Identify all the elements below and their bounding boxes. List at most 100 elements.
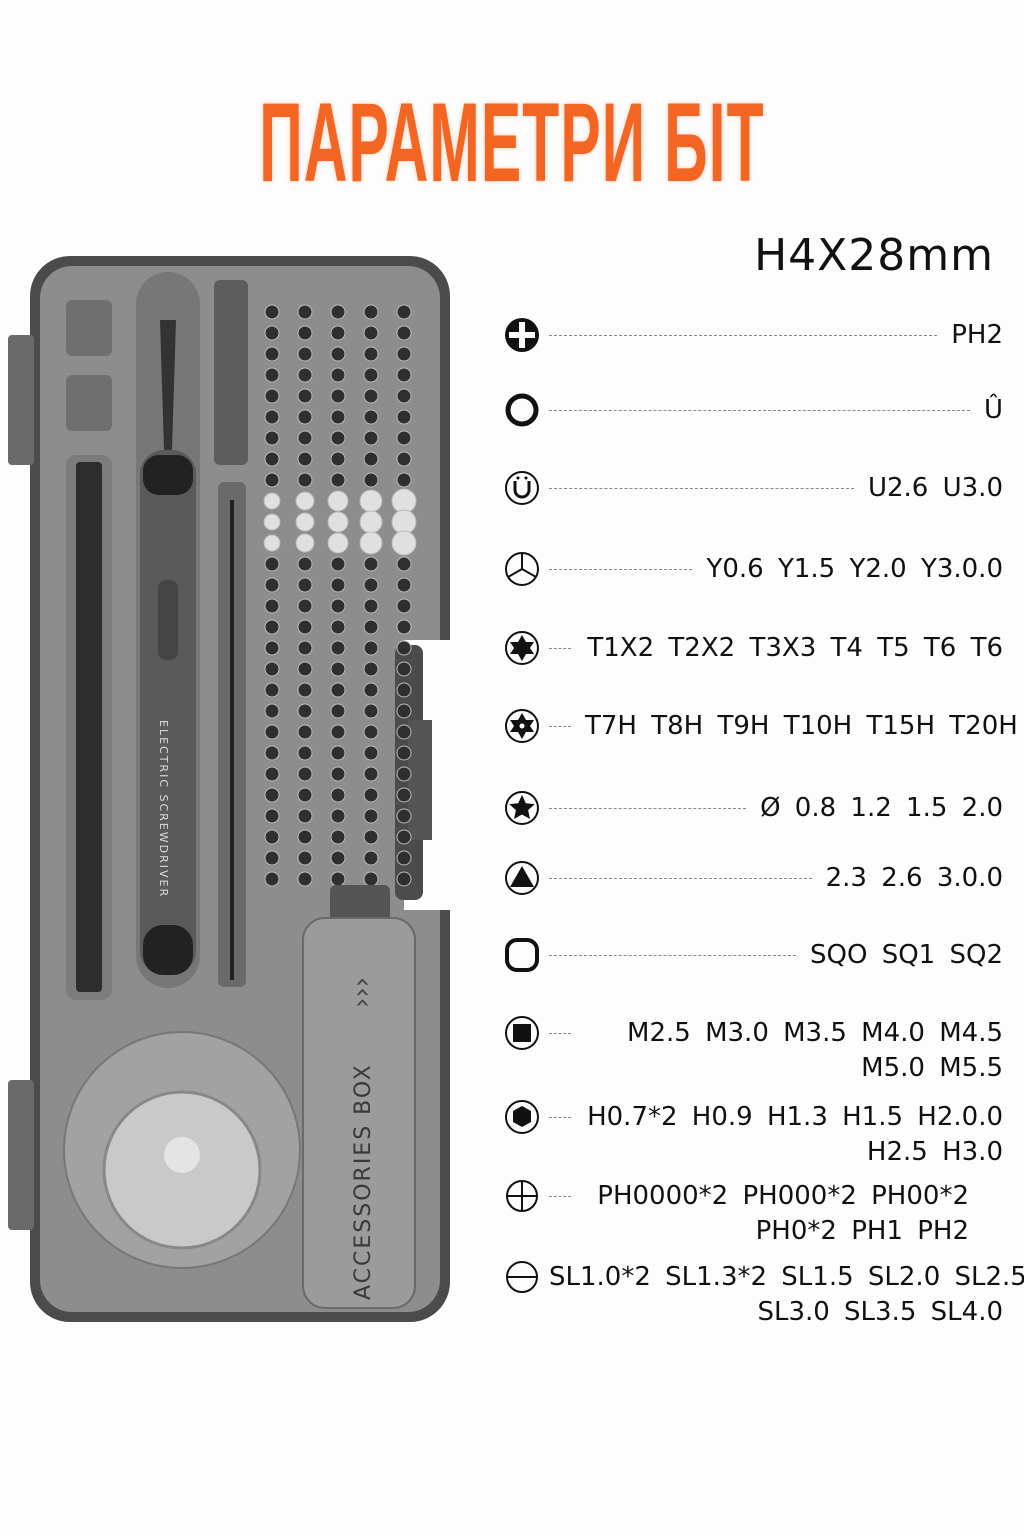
bit [330,388,346,404]
bit [264,703,280,719]
bit [297,703,313,719]
square-outline-icon [503,936,541,974]
bit-sizes: 2.3 2.6 3.0.0 [825,863,1003,893]
bit-spec-row: SQO SQ1 SQ2 [503,935,1003,975]
bit [263,534,281,552]
bit [297,451,313,467]
u-bit-icon [503,469,541,507]
bit [363,661,379,677]
bit [363,598,379,614]
bit-sizes: M2.5 M3.0 M3.5 M4.0 M4.5 [627,1018,1003,1048]
bit [396,409,412,425]
bit [330,367,346,383]
bit [330,766,346,782]
bit [363,430,379,446]
bit [264,808,280,824]
bit [363,724,379,740]
bit [391,530,417,556]
bit [330,850,346,866]
dotted-leader [549,487,854,489]
bit-spec-line: U2.6 U3.0 [503,468,1003,508]
bit [297,577,313,593]
bit [297,829,313,845]
bit [396,871,412,887]
bit [297,640,313,656]
bit [263,492,281,510]
bit [295,491,315,511]
bit-sizes: U2.6 U3.0 [867,473,1003,503]
bit [297,598,313,614]
bit [396,640,412,656]
bit [363,346,379,362]
bit [330,682,346,698]
phillips-outline-icon [503,1177,541,1215]
bit [297,787,313,803]
page-title: ПАРАМЕТРИ БІТ [0,78,1024,207]
dotted-leader [549,807,747,809]
bit [396,682,412,698]
hex-icon [503,1098,541,1136]
storage-slots [66,280,248,1000]
bit-spec-line: H0.7*2 H0.9 H1.3 H1.5 H2.0.0 [503,1097,1003,1137]
bit [330,598,346,614]
dotted-leader [549,954,797,956]
bit [297,682,313,698]
bit [330,829,346,845]
bit [363,619,379,635]
bit-spec-line: PH2 [503,315,1003,355]
bit [330,577,346,593]
torx-icon [503,629,541,667]
square-solid-icon [503,1014,541,1052]
bit [264,871,280,887]
bit [363,388,379,404]
bit [330,409,346,425]
bit-spec-row: Ø 0.8 1.2 1.5 2.0 [503,788,1003,828]
bit [396,661,412,677]
bit-spec-row: Û [503,390,1003,430]
bit [396,766,412,782]
bit [396,472,412,488]
bit [264,745,280,761]
bit [359,489,383,513]
bit [396,304,412,320]
bit [263,513,281,531]
bit [363,829,379,845]
bit [327,511,349,533]
bit [297,745,313,761]
bit [391,509,417,535]
bit [330,640,346,656]
bit [396,787,412,803]
svg-text:›››: ››› [347,977,377,1008]
driver-label: ELECTRIC SCREWDRIVER [157,720,170,898]
bit [264,766,280,782]
bit [363,787,379,803]
bit [297,367,313,383]
bit-size-spec: H4X28mm [754,230,994,281]
pentalobe-icon [503,789,541,827]
accessories-box: ACCESSORIES BOX ››› [302,885,416,1309]
bit-sizes: SL1.0*2 SL1.3*2 SL1.5 SL2.0 SL2.5 [549,1262,1024,1292]
bit-spec-row: T1X2 T2X2 T3X3 T4 T5 T6 T6 [503,628,1003,668]
triangle-icon [503,859,541,897]
bit-sizes: Û [983,395,1003,425]
bit [297,724,313,740]
dotted-leader [549,647,571,649]
bit [330,808,346,824]
bit [363,871,379,887]
bit [264,577,280,593]
bit [396,808,412,824]
bit-spec-line: T7H T8H T9H T10H T15H T20H [503,706,1018,746]
bit [264,661,280,677]
bit-spec-row: Y0.6 Y1.5 Y2.0 Y3.0.0 [503,549,1003,589]
bit [264,346,280,362]
hinge-top [8,335,34,465]
bit [297,766,313,782]
bit [297,808,313,824]
bit [297,346,313,362]
bit [330,556,346,572]
bit-spec-row: 2.3 2.6 3.0.0 [503,858,1003,898]
bit [330,745,346,761]
